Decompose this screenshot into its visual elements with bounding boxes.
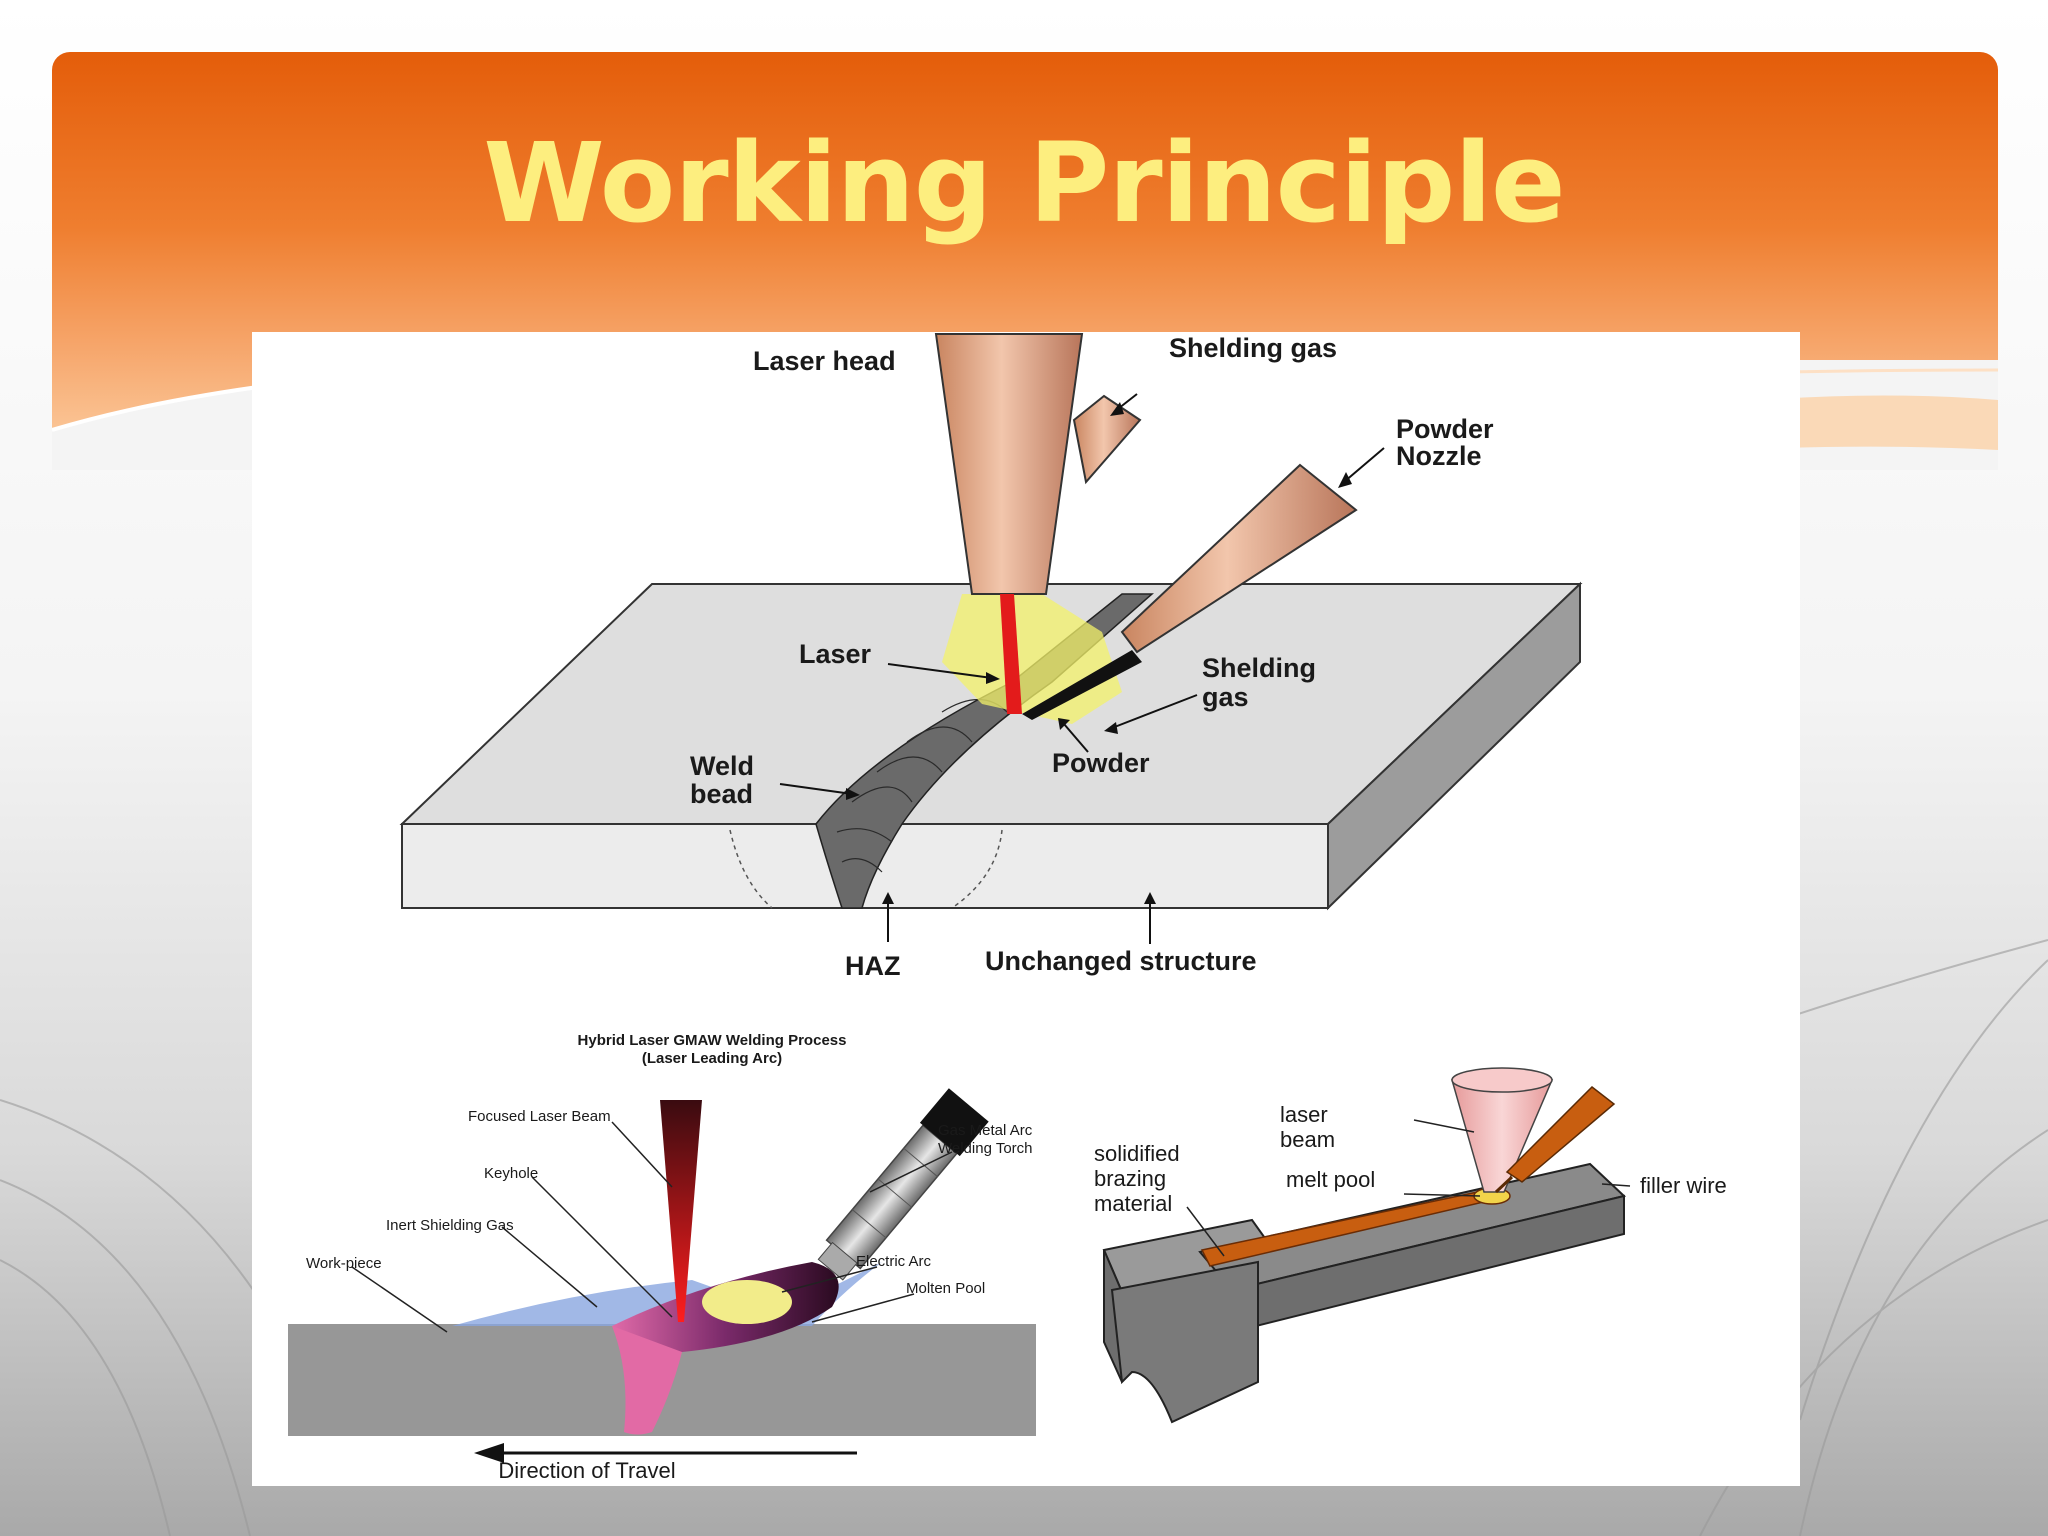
focused-laser-beam (660, 1100, 702, 1322)
weld-bead (815, 593, 1154, 909)
label-inert-shielding-gas: Inert Shielding Gas (386, 1217, 514, 1234)
label-keyhole: Keyhole (484, 1165, 538, 1182)
label-gma-torch-1: Gas Metal Arc (938, 1122, 1033, 1139)
label-solidified-3: material (1094, 1191, 1172, 1216)
molten-pool (612, 1326, 682, 1435)
laser-beam (1000, 594, 1022, 714)
label-powder-nozzle-2: Nozzle (1396, 441, 1482, 471)
label-molten-pool: Molten Pool (906, 1280, 985, 1297)
label-powder: Powder (1052, 748, 1150, 778)
label-gma-torch-2: Welding Torch (938, 1140, 1033, 1157)
powder-nozzle (1120, 463, 1358, 654)
shielding-gas-nozzle (1072, 394, 1142, 485)
welding-figure: Laser head Shelding gas Powder Nozzle La… (252, 332, 1800, 1486)
brazing-diagram: laser beam solidified brazing material m… (1094, 1067, 1727, 1424)
plate-side (1327, 581, 1581, 911)
label-laser: Laser (799, 639, 872, 669)
label-laser-beam-1: laser (1280, 1102, 1328, 1127)
label-shielding-gas-top: Shelding gas (1169, 333, 1337, 363)
label-focused-laser-beam: Focused Laser Beam (468, 1108, 611, 1125)
gma-welding-torch (817, 1088, 989, 1281)
label-work-piece: Work-piece (306, 1255, 382, 1272)
label-unchanged-structure: Unchanged structure (985, 946, 1257, 976)
label-filler-wire: filler wire (1640, 1173, 1727, 1198)
laser-head-nozzle (934, 333, 1084, 595)
top-diagram: Laser head Shelding gas Powder Nozzle La… (399, 333, 1583, 981)
label-shielding-gas-side-1: Shelding (1202, 653, 1316, 683)
label-melt-pool: melt pool (1286, 1167, 1375, 1192)
electric-arc (702, 1280, 792, 1324)
label-solidified-2: brazing (1094, 1166, 1166, 1191)
label-weld-bead-2: bead (690, 779, 753, 809)
label-powder-nozzle-1: Powder (1396, 414, 1494, 444)
label-haz: HAZ (845, 951, 901, 981)
label-direction-of-travel: Direction of Travel (498, 1458, 675, 1483)
label-laser-beam-2: beam (1280, 1127, 1335, 1152)
haz-boundary (729, 829, 773, 909)
slide-title: Working Principle (483, 119, 1565, 247)
powder-stream (1022, 650, 1142, 720)
hybrid-title-2: (Laser Leading Arc) (642, 1050, 782, 1067)
hybrid-title-1: Hybrid Laser GMAW Welding Process (578, 1032, 847, 1049)
label-laser-head: Laser head (753, 346, 896, 376)
label-weld-bead-1: Weld (690, 751, 754, 781)
hybrid-diagram: Hybrid Laser GMAW Welding Process (Laser… (288, 1032, 1036, 1483)
label-solidified-1: solidified (1094, 1141, 1180, 1166)
label-shielding-gas-side-2: gas (1202, 682, 1249, 712)
label-electric-arc: Electric Arc (856, 1253, 932, 1270)
brazing-block-lower (1110, 1260, 1259, 1424)
haz-boundary-right (951, 829, 1003, 909)
filler-wire (1505, 1086, 1616, 1183)
